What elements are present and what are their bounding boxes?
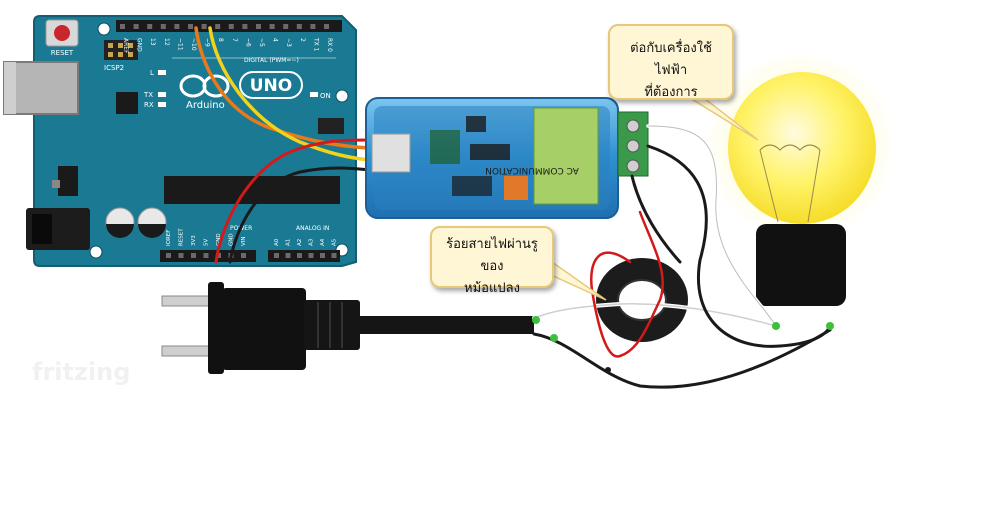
arduino-uno-board: RESET ICSP2 AREF GND 13 12 ~11 ~10 ~9 8 7 ~6 ~5 4 ~3… <box>3 15 357 267</box>
analog-label: ANALOG IN <box>296 225 329 232</box>
header-pin <box>310 24 316 29</box>
signal-wires <box>194 26 372 264</box>
top-pin-label: TX 1 <box>312 37 319 52</box>
top-pin-label: AREF <box>122 38 129 54</box>
header-pin <box>191 253 196 258</box>
header-pin <box>256 24 261 29</box>
header-pin <box>120 24 125 29</box>
header-pin <box>147 24 153 29</box>
header-pin <box>241 253 246 258</box>
analog-pin-label: A3 <box>309 238 315 246</box>
analog-pin-label: A5 <box>332 238 338 246</box>
header-pin <box>166 253 171 258</box>
top-pin-label: ~9 <box>204 38 211 47</box>
header-pin <box>283 24 289 29</box>
top-pin-label: ~5 <box>258 38 265 47</box>
header-pin <box>274 253 279 258</box>
header-pin <box>133 24 139 29</box>
top-pin-label: 7 <box>231 38 238 42</box>
power-pin-label: 5V <box>204 239 210 246</box>
header-pin <box>201 24 207 29</box>
capacitor <box>137 207 167 238</box>
yellow-wire <box>208 26 372 162</box>
l-led-label: L <box>150 69 154 77</box>
power-pin-label: 3V3 <box>191 235 197 246</box>
power-cord <box>358 316 534 334</box>
analog-pin-label: A1 <box>286 239 292 246</box>
module-label-sticker <box>533 107 599 205</box>
callout-connect-load: ต่อกับเครื่องใช้ไฟฟ้า ที่ต้องการ <box>608 24 734 100</box>
module-connector <box>371 133 411 173</box>
header-pin <box>178 253 184 258</box>
top-pin-label: ~10 <box>190 38 197 51</box>
black-wire-gnd <box>228 166 372 264</box>
arduino-logo: Arduino UNO <box>179 71 303 111</box>
module-text: AC COMMUNICATION <box>485 165 579 175</box>
power-pin-label: GND <box>229 233 235 246</box>
header-pin <box>324 24 329 29</box>
reset-label: RESET <box>51 49 74 57</box>
header-pin <box>228 24 234 29</box>
callout-load-line-1: ต่อกับเครื่องใช้ไฟฟ้า <box>630 41 712 78</box>
reset-button[interactable] <box>54 25 70 41</box>
icsp1-header <box>318 118 344 134</box>
top-pin-label: RX 0 <box>326 38 333 52</box>
callout-ct-line-2: หม้อแปลง <box>464 281 520 296</box>
icsp2-label: ICSP2 <box>104 64 124 72</box>
header-pin <box>285 253 291 258</box>
brand-label: Arduino <box>186 100 225 111</box>
top-pin-label: ~3 <box>285 38 292 47</box>
header-pin <box>320 253 325 258</box>
header-pin <box>215 24 221 29</box>
callout-load-line-2: ที่ต้องการ <box>644 85 698 100</box>
top-pin-label: ~11 <box>176 38 183 51</box>
top-pin-label: 13 <box>149 38 156 46</box>
header-pin <box>269 24 275 29</box>
model-label: UNO <box>250 76 292 96</box>
ac-wires <box>532 124 834 389</box>
fritzing-watermark: fritzing <box>32 358 131 386</box>
header-pin <box>331 253 337 258</box>
energy-meter-module: AC COMMUNICATION <box>365 97 649 219</box>
callout-thread-wire-ct: ร้อยสายไฟผ่านรูของ หม้อแปลง <box>430 226 554 296</box>
power-pin-label: GND <box>216 233 222 246</box>
header-pin <box>174 24 180 29</box>
on-led-label: ON <box>320 92 331 100</box>
analog-pin-label: A2 <box>297 239 303 246</box>
top-pin-label: GND <box>136 38 143 52</box>
tx-led-label: TX <box>143 91 153 99</box>
orange-wire <box>194 26 372 150</box>
analog-pin-label: A0 <box>274 238 280 246</box>
header-pin <box>296 24 302 29</box>
capacitor <box>105 207 135 238</box>
header-pin <box>188 24 193 29</box>
top-pin-label: ~6 <box>244 38 251 47</box>
current-transformer <box>596 258 688 342</box>
header-pin <box>160 24 166 29</box>
usb-port <box>3 61 79 115</box>
top-pin-label: 2 <box>299 38 306 42</box>
top-pin-label: 12 <box>163 38 170 46</box>
top-pin-label: 4 <box>272 38 279 42</box>
callout-ct-line-1: ร้อยสายไฟผ่านรูของ <box>446 237 538 274</box>
header-pin <box>203 253 209 258</box>
bulb-socket <box>756 224 846 306</box>
header-pin <box>308 253 314 258</box>
top-pin-label: 8 <box>217 38 224 42</box>
power-pin-label: RESET <box>179 228 185 246</box>
header-pin <box>297 253 302 258</box>
digital-label: DIGITAL (PWM=~) <box>244 57 299 64</box>
light-bulb <box>704 50 896 306</box>
analog-pin-label: A4 <box>320 238 326 246</box>
rx-led-label: RX <box>144 101 154 109</box>
power-pin-label: IOREF <box>166 230 172 246</box>
header-pin <box>242 24 248 29</box>
power-plug <box>161 282 534 374</box>
power-pin-label: VIN <box>241 237 247 247</box>
red-wire-5v <box>214 138 372 264</box>
